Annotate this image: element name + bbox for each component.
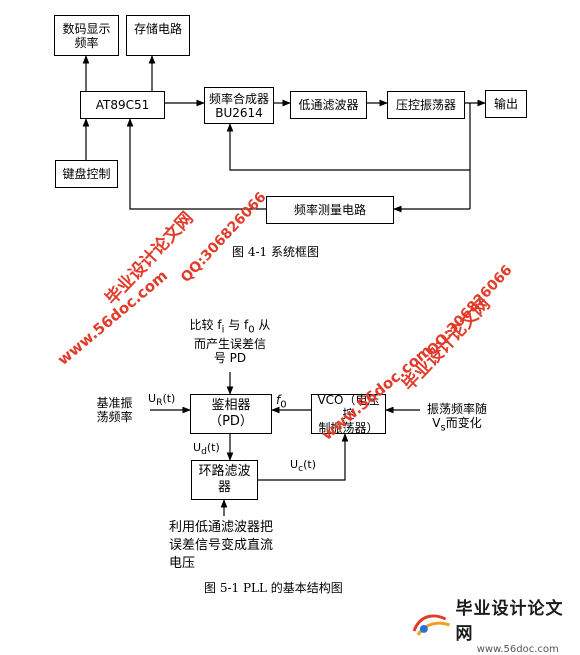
loop-filter-box: 环路滤波 器 (191, 460, 258, 500)
lpf-label: 低通滤波器 (298, 98, 359, 112)
compare-note-c: 从 (254, 318, 271, 332)
lowpass-note: 利用低通滤波器把 误差信号变成直流 电压 (169, 519, 273, 573)
freq-measure-box: 频率测量电路 (266, 196, 394, 224)
logo-swirl-icon (412, 614, 451, 636)
f0-label: f0 (276, 393, 287, 412)
compare-note-a: 比较 f (189, 318, 222, 332)
f0-sub: 0 (280, 399, 287, 411)
lowpass-note-line2: 误差信号变成直流 (169, 538, 274, 553)
vco-pll-box: VCO（电压控 制振荡器） (311, 393, 386, 435)
pd-line1: 鉴相器 (211, 398, 251, 413)
vco-label: 压控振荡器 (395, 98, 456, 112)
memory-label: 存储电路 (133, 22, 182, 36)
lowpass-note-line3: 电压 (169, 556, 196, 571)
diagram-wires (82, 55, 486, 516)
keyboard-control-box: 键盘控制 (55, 160, 118, 188)
phase-detector-box: 鉴相器 （PD） (190, 394, 272, 434)
compare-note: 比较 fi 与 f0 从 而产生误差信 号 PD (175, 318, 285, 365)
freqmeter-label: 频率测量电路 (293, 203, 366, 217)
ud-u: U (193, 441, 202, 454)
keyboard-label: 键盘控制 (62, 167, 111, 181)
ud-sub: d (201, 446, 207, 458)
uc-u: U (290, 458, 299, 471)
output-box: 输出 (485, 90, 527, 118)
digital-display-box: 数码显示 频率 (54, 15, 119, 56)
arrow-freqmeter-to-mcu (126, 118, 266, 210)
compare-note-line3: 号 PD (213, 351, 247, 366)
display-line2: 频率 (74, 35, 99, 50)
site-logo: 毕业设计论文网 www.56doc.com (412, 594, 580, 655)
arrow-feedback-to-synth (226, 123, 470, 171)
ur-t: (t) (162, 392, 176, 405)
vco-pll-line1: VCO（电压控 (317, 393, 380, 421)
lowpass-note-line1: 利用低通滤波器把 (169, 520, 274, 535)
ref-line2: 荡频率 (96, 410, 133, 424)
compare-note-b: 与 f (224, 318, 249, 332)
memory-circuit-box: 存储电路 (126, 15, 190, 56)
arrow-lf-to-vco (258, 433, 349, 481)
freq-synthesizer-box: 频率合成器 BU2614 (204, 87, 274, 124)
vco-note-tail: 而变化 (445, 416, 482, 430)
mcu-label: AT89C51 (95, 98, 150, 112)
reference-freq-label: 基准振 荡频率 (92, 396, 137, 424)
output-label: 输出 (493, 97, 518, 111)
uc-sub: c (298, 463, 304, 475)
vco-note: 振荡频率随 Vs而变化 (420, 402, 494, 435)
vco-box: 压控振荡器 (387, 91, 465, 119)
ur-sub: R (156, 397, 163, 409)
pd-line2: （PD） (209, 414, 253, 429)
ur-u: U (148, 392, 157, 405)
f0-f: f (276, 393, 281, 407)
synth-line1: 频率合成器 (208, 91, 269, 106)
compare-note-line2: 而产生误差信 (193, 337, 266, 352)
compare-note-sub-i: i (221, 324, 225, 336)
synth-line2: BU2614 (215, 105, 263, 120)
figure-4-1-caption: 图 4-1 系统框图 (232, 245, 319, 259)
display-line1: 数码显示 (62, 21, 111, 36)
mcu-box: AT89C51 (80, 91, 165, 119)
ref-line1: 基准振 (96, 396, 133, 410)
lf-line1: 环路滤波 (198, 464, 251, 479)
ur-signal-label: UR(t) (148, 392, 175, 410)
vco-pll-line2: 制振荡器） (318, 421, 379, 435)
uc-t: (t) (303, 458, 317, 471)
vco-note-line1: 振荡频率随 (426, 402, 487, 416)
compare-note-sub-0: 0 (248, 324, 255, 336)
low-pass-filter-box: 低通滤波器 (290, 91, 367, 119)
logo-url: www.56doc.com (476, 644, 559, 655)
lf-line2: 器 (217, 480, 231, 495)
ud-t: (t) (206, 441, 220, 454)
ud-signal-label: Ud(t) (193, 441, 220, 459)
uc-signal-label: Uc(t) (290, 458, 316, 476)
vco-note-v: V (432, 416, 441, 430)
figure-5-1-caption: 图 5-1 PLL 的基本结构图 (204, 581, 343, 595)
logo-title: 毕业设计论文网 (455, 599, 564, 644)
vco-note-sub: s (440, 422, 446, 434)
